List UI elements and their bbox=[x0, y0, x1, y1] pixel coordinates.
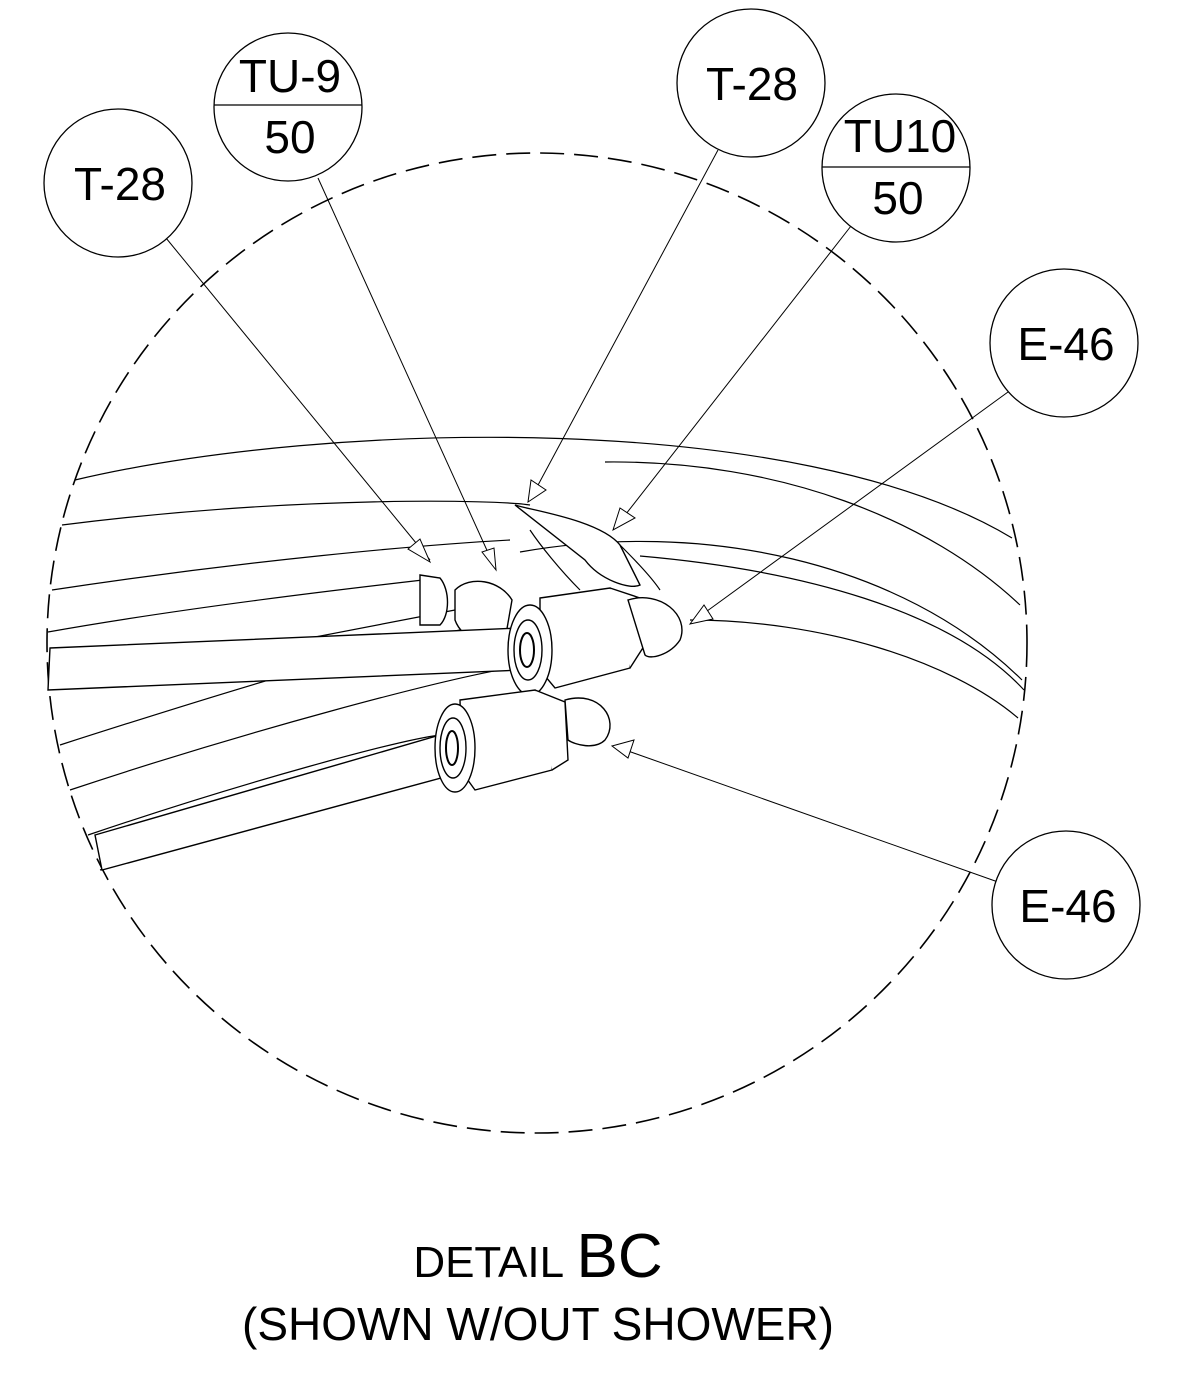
callout-e46-bottom-label: E-46 bbox=[1019, 880, 1116, 932]
detail-title-id: BC bbox=[577, 1222, 663, 1291]
callout-t28-left-label: T-28 bbox=[74, 158, 166, 210]
callout-tu10-top: TU10 bbox=[844, 110, 956, 162]
callout-tu9-top: TU-9 bbox=[239, 50, 341, 102]
upper-fitting bbox=[47, 587, 683, 696]
detail-subtitle: (SHOWN W/OUT SHOWER) bbox=[242, 1298, 834, 1350]
svg-text:DETAIL BC: DETAIL BC bbox=[413, 1222, 662, 1291]
callout-e46-bottom: E-46 bbox=[991, 830, 1141, 980]
arrowheads bbox=[407, 479, 714, 759]
callout-t28-right-label: T-28 bbox=[706, 58, 798, 110]
callout-e46-top: E-46 bbox=[989, 268, 1139, 418]
callout-e46-top-label: E-46 bbox=[1017, 318, 1114, 370]
callout-tu10: TU10 50 bbox=[821, 93, 971, 243]
callout-tu10-bottom: 50 bbox=[872, 172, 923, 224]
detail-title: DETAIL BC (SHOWN W/OUT SHOWER) bbox=[242, 1222, 834, 1350]
leader-lines bbox=[165, 149, 1009, 883]
lower-fitting bbox=[94, 689, 611, 871]
callout-tu9-bottom: 50 bbox=[264, 111, 315, 163]
detail-title-prefix: DETAIL bbox=[413, 1238, 564, 1287]
detail-boundary-circle bbox=[46, 152, 1028, 1134]
callout-t28-left: T-28 bbox=[43, 108, 193, 258]
callout-tu9: TU-9 50 bbox=[213, 32, 363, 182]
callout-t28-right: T-28 bbox=[676, 8, 826, 158]
upper-tube-assembly bbox=[419, 504, 641, 645]
